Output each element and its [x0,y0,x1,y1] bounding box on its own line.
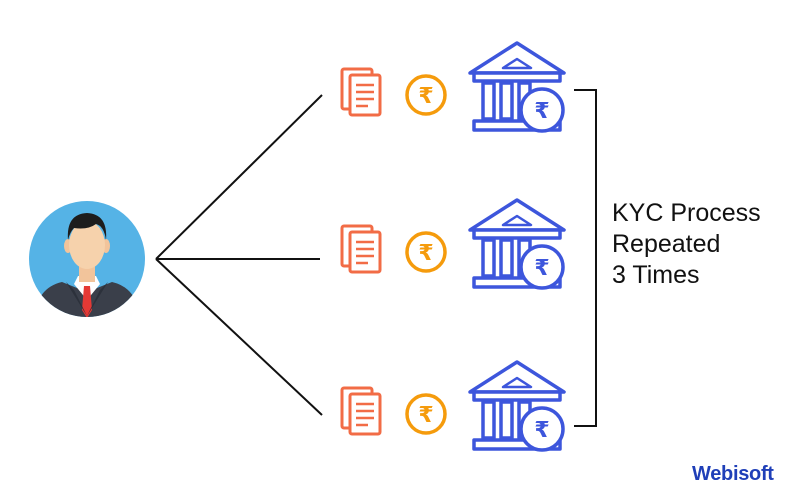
rupee-symbol: ₹ [418,84,433,109]
svg-text:₹: ₹ [534,99,549,124]
svg-text:₹: ₹ [534,418,549,443]
rupee-coin-icon: ₹ [405,74,447,116]
rupee-coin-icon: ₹ [405,231,447,273]
connector-line-bottom [155,258,323,416]
kyc-label-line-1: KYC Process [612,199,761,227]
kyc-label-line-3: 3 Times [612,261,700,289]
rupee-symbol: ₹ [418,403,433,428]
row-3: ₹ ₹ [340,360,566,452]
connector-lines [155,94,323,416]
connector-line-top [155,94,323,260]
row-2: ₹ ₹ [340,198,566,290]
rupee-coin-icon: ₹ [405,393,447,435]
bank-building-icon: ₹ [468,360,566,452]
svg-text:₹: ₹ [534,256,549,281]
kyc-label-line-2: Repeated [612,230,721,258]
document-icon [340,386,382,436]
businessman-avatar-icon [29,201,145,317]
bank-building-icon: ₹ [468,198,566,290]
brand-logo: Webisoft [692,463,774,485]
row-1: ₹ ₹ [340,41,566,133]
bank-building-icon: ₹ [468,41,566,133]
document-icon [340,224,382,274]
rupee-symbol: ₹ [418,241,433,266]
bracket [574,89,597,427]
kyc-label: KYC Process Repeated 3 Times [612,198,761,291]
document-icon [340,67,382,117]
